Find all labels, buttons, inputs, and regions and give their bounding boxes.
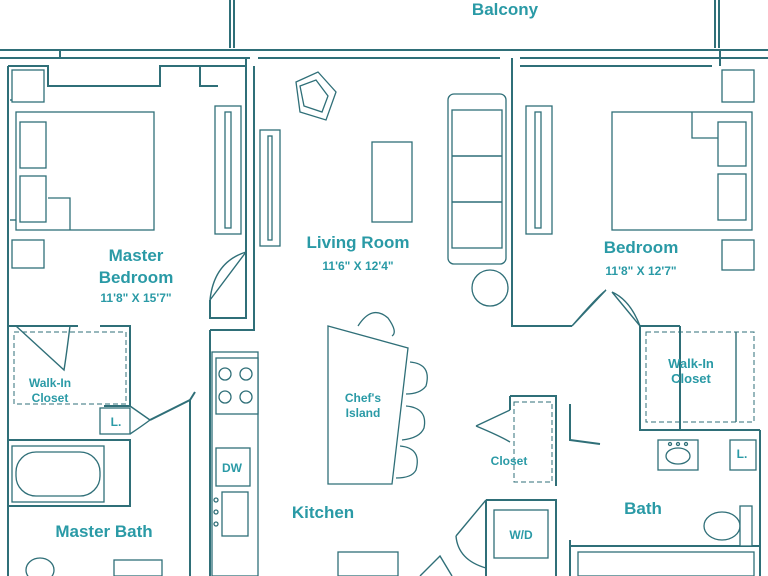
chefs-island	[327, 311, 428, 485]
bedroom-bed	[611, 69, 755, 271]
exterior-walls	[0, 49, 768, 576]
bedroom-closet-door[interactable]	[611, 291, 641, 327]
tv-console	[259, 129, 281, 247]
bedroom-label: Bedroom	[604, 238, 679, 257]
bedroom-walkin-closet-label-line1: Walk-In	[668, 356, 714, 371]
chefs-island-label-line1: Chef's	[345, 391, 382, 405]
master-bedroom-label-line2: Bedroom	[99, 268, 174, 287]
washer-dryer-label: W/D	[509, 528, 533, 542]
living-room-walls	[209, 66, 255, 576]
master-walkin-closet-label-line2: Closet	[32, 391, 69, 405]
living-room-label: Living Room	[307, 233, 410, 252]
armchair	[295, 71, 337, 121]
master-bath	[11, 391, 196, 576]
sofa	[447, 93, 507, 265]
coffee-table	[371, 141, 413, 223]
bedroom-door[interactable]	[571, 289, 607, 327]
bedroom-wardrobe	[525, 105, 553, 235]
bath-label: Bath	[624, 499, 662, 518]
kitchen	[211, 351, 399, 576]
bedroom-walls	[511, 50, 761, 576]
bedroom-walkin-closet	[645, 331, 755, 423]
master-walkin-closet-label-line1: Walk-In	[29, 376, 71, 390]
master-bedroom-dimensions: 11'8" X 15'7"	[100, 291, 171, 305]
master-bed	[11, 69, 155, 269]
master-bedroom-walls	[8, 58, 247, 507]
kitchen-label: Kitchen	[292, 503, 354, 522]
chefs-island-label-line2: Island	[346, 406, 381, 420]
hall-closet-label: Closet	[491, 454, 528, 468]
laundry	[419, 499, 557, 576]
dishwasher-label: DW	[222, 461, 243, 475]
side-table	[471, 269, 509, 307]
master-walkin-closet	[13, 325, 151, 435]
bath-linen-label: L.	[737, 447, 748, 461]
master-linen-label: L.	[111, 415, 122, 429]
hall-closet	[475, 395, 557, 486]
bath	[569, 404, 760, 576]
living-room-dimensions: 11'6" X 12'4"	[322, 259, 393, 273]
bedroom-dimensions: 11'8" X 12'7"	[605, 264, 676, 278]
master-bedroom-wardrobe	[214, 105, 242, 235]
balcony-label: Balcony	[472, 0, 539, 19]
balcony	[229, 0, 720, 48]
bedroom-walkin-closet-label-line2: Closet	[671, 371, 711, 386]
master-bath-label: Master Bath	[55, 522, 152, 541]
master-bedroom-door[interactable]	[209, 251, 247, 301]
master-bedroom-label-line1: Master	[109, 246, 164, 265]
